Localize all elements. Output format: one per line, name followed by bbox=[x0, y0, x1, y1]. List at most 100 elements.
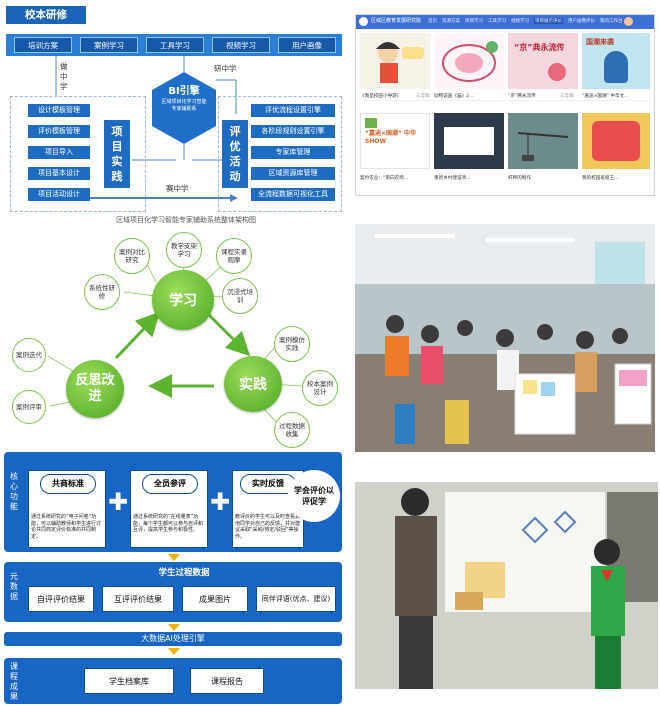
cycle-reflection: 反思改进 bbox=[66, 360, 124, 418]
card-title-cat[interactable]: 动物说画《猫》2… bbox=[434, 94, 474, 99]
card-title-class-king[interactable]: 我的校园班级王… bbox=[582, 176, 619, 181]
jing-opera-text: “京”典永流传 bbox=[514, 43, 565, 52]
btn-stage-rule-engine[interactable]: 各阶段规则设置引擎 bbox=[251, 125, 335, 138]
thumb-guochao[interactable]: 国潮来袭 bbox=[582, 33, 650, 89]
node-school-case-design: 校本案例设计 bbox=[302, 370, 338, 406]
menu-button-training-plan[interactable]: 培训方案 bbox=[14, 37, 72, 53]
school-training-title: 校本研修 bbox=[6, 6, 86, 24]
card-title-farm[interactable]: 契约农业：“南向农场… bbox=[360, 176, 409, 181]
feature-title-realtime-feedback: 实时反馈 bbox=[240, 474, 296, 494]
slide-preview-icon bbox=[444, 127, 494, 155]
btn-project-activity-design[interactable]: 项目活动设计 bbox=[28, 188, 90, 201]
row2-captions: 契约农业：“南向农场… 重新乡村建设项… 杆秤的制作 我的校园班级王… bbox=[360, 173, 650, 193]
plus-icon-2: ✚ bbox=[210, 488, 231, 516]
site-nav: 首页 资源方案 项目学习 工具学习 视频学习 项目展示评价 用户画像评价 我的工… bbox=[428, 18, 623, 24]
nav-resources[interactable]: 资源方案 bbox=[442, 19, 460, 24]
thumb-jing-opera[interactable]: “京”典永流传 bbox=[508, 33, 578, 89]
site-logo-icon bbox=[359, 17, 368, 26]
guochao-text: 国潮来袭 bbox=[586, 38, 614, 46]
label-learning-by-doing: 做中学 bbox=[60, 62, 68, 91]
nav-showcase[interactable]: 项目展示评价 bbox=[534, 18, 563, 24]
card-tag-tour-guide: 三年级 bbox=[416, 94, 430, 99]
course-report: 课程报告 bbox=[190, 668, 264, 694]
card-title-rural[interactable]: 重新乡村建设项… bbox=[434, 176, 471, 181]
node-case-comparison: 案例对比研究 bbox=[114, 238, 150, 274]
thumb-cat-drawing[interactable] bbox=[434, 33, 504, 89]
thumb-farm-show[interactable]: “嘉迪×国潮” 中华SHOW bbox=[360, 113, 430, 169]
btn-project-import[interactable]: 项目导入 bbox=[28, 146, 90, 159]
down-arrow-3 bbox=[168, 648, 180, 655]
feature-text-all-participate: 通过系统研究的“在线量表”功能，每个学生都可以参与自评和互评，提高学生参与积极性… bbox=[133, 514, 204, 533]
thumb-steelyard[interactable] bbox=[508, 113, 578, 169]
node-systematic-study: 系统性研修 bbox=[84, 274, 120, 310]
card-title-jing[interactable]: “京”腾永流传 bbox=[508, 94, 536, 99]
poster-icon bbox=[592, 121, 640, 161]
core-functions-label: 核心功能 bbox=[10, 472, 18, 511]
cycle-learning: 学习 bbox=[152, 270, 214, 330]
opera-mask-icon bbox=[548, 63, 566, 81]
architecture-caption: 区域项目化学习智能专家辅助系统整体架构图 bbox=[116, 216, 256, 224]
classroom-workshop-photo bbox=[355, 224, 655, 452]
row1-divider bbox=[360, 100, 650, 101]
btn-data-visualization-tool[interactable]: 全流程数据可视化工具 bbox=[251, 188, 335, 201]
nav-workbench[interactable]: 我的工作台 bbox=[600, 19, 623, 24]
node-process-data: 过程数据收集 bbox=[274, 412, 310, 448]
project-practice-label: 项目实践 bbox=[104, 120, 130, 188]
bi-engine-hexagon: BI引擎 区域项目化学习智能专家辅助系 bbox=[152, 72, 216, 144]
node-scaffold-learning: 教学支架学习 bbox=[166, 232, 202, 268]
node-immersive-training: 沉浸式培训 bbox=[222, 278, 258, 314]
node-case-imitation: 案例模仿实践 bbox=[274, 326, 310, 362]
btn-project-basic-design[interactable]: 项目基本设计 bbox=[28, 167, 90, 180]
btn-regional-resource-library[interactable]: 区域资源库管理 bbox=[251, 167, 335, 180]
site-title: 区域区教育发展研究院 bbox=[371, 18, 422, 24]
bi-engine-title: BI引擎 bbox=[168, 86, 200, 97]
btn-eval-process-engine[interactable]: 评优流程设置引擎 bbox=[251, 104, 335, 117]
down-arrow-1 bbox=[168, 554, 180, 561]
menu-button-video-study[interactable]: 视频学习 bbox=[212, 37, 270, 53]
card-title-guochao[interactable]: “嘉迪×国潮” 中华文… bbox=[582, 94, 629, 99]
menu-button-case-study[interactable]: 案例学习 bbox=[80, 37, 138, 53]
steelyard-scale-icon bbox=[517, 132, 569, 161]
feature-text-co-standard: 通过系统研究的“电子问卷”功能，可以辅助教师和学生进行讨论共同商定评价标准的共同… bbox=[31, 514, 102, 540]
nav-projects[interactable]: 项目学习 bbox=[465, 19, 483, 24]
menu-button-user-profile[interactable]: 用户画像 bbox=[278, 37, 336, 53]
thumb-rural-building[interactable] bbox=[434, 113, 504, 169]
nav-videos[interactable]: 视频学习 bbox=[511, 19, 529, 24]
architecture-diagram: 校本研修 培训方案 案例学习 工具学习 视频学习 用户画像 做中学 研中学 BI… bbox=[6, 6, 346, 232]
card-title-steelyard[interactable]: 杆秤的制作 bbox=[508, 176, 531, 181]
menu-button-tool-study[interactable]: 工具学习 bbox=[146, 37, 204, 53]
outcome-images: 成果图片 bbox=[182, 586, 248, 612]
nav-home[interactable]: 首页 bbox=[428, 19, 437, 24]
plus-icon-1: ✚ bbox=[108, 488, 129, 516]
metadata-label: 元数据 bbox=[10, 572, 18, 601]
node-case-iteration: 案例迭代 bbox=[12, 338, 46, 372]
cartoon-guide-illustration bbox=[376, 42, 424, 83]
student-archive: 学生档案库 bbox=[84, 668, 174, 694]
peer-comments: 同伴评语(优点、建议) bbox=[256, 586, 336, 612]
nav-profile[interactable]: 用户画像评价 bbox=[568, 19, 595, 24]
evaluation-activity-group bbox=[218, 96, 342, 212]
classroom-scene bbox=[355, 224, 655, 452]
down-arrow-2 bbox=[168, 624, 180, 631]
farm-show-text: “嘉迪×国潮” 中华SHOW bbox=[365, 130, 417, 145]
peer-eval-results: 互评评价结果 bbox=[102, 586, 174, 612]
user-avatar[interactable] bbox=[624, 17, 633, 26]
thumb-tour-guide[interactable] bbox=[360, 33, 430, 89]
cycle-practice: 实践 bbox=[224, 356, 282, 412]
cat-drawing-illustration bbox=[442, 41, 498, 82]
btn-evaluation-template[interactable]: 评价模板管理 bbox=[28, 125, 90, 138]
evaluation-diagram: 核心功能 共商标准 通过系统研究的“电子问卷”功能，可以辅助教师和学生进行讨论共… bbox=[4, 452, 344, 704]
bi-engine-subtitle: 区域项目化学习智能专家辅助系 bbox=[161, 99, 207, 112]
card-title-tour-guide[interactable]: 《我是校园小导游》 bbox=[360, 94, 402, 99]
btn-design-template[interactable]: 设计模板管理 bbox=[28, 104, 90, 117]
project-practice-group bbox=[10, 96, 146, 212]
node-class-observation: 课程实录观摩 bbox=[216, 238, 252, 274]
farm-icon bbox=[365, 118, 377, 128]
process-data-title: 学生过程数据 bbox=[158, 568, 210, 578]
thumb-class-king[interactable] bbox=[582, 113, 650, 169]
platform-screenshot: 区域区教育发展研究院 首页 资源方案 项目学习 工具学习 视频学习 项目展示评价… bbox=[355, 14, 655, 196]
btn-expert-library[interactable]: 专家库管理 bbox=[251, 146, 335, 159]
cartoon-figure-icon bbox=[604, 51, 628, 83]
nav-tools[interactable]: 工具学习 bbox=[488, 19, 506, 24]
feature-text-realtime-feedback: 教评价的学生可以及时查看其他同学对自己的反馈，并对建议采取“采纳/待定/驳回”等… bbox=[235, 514, 301, 540]
